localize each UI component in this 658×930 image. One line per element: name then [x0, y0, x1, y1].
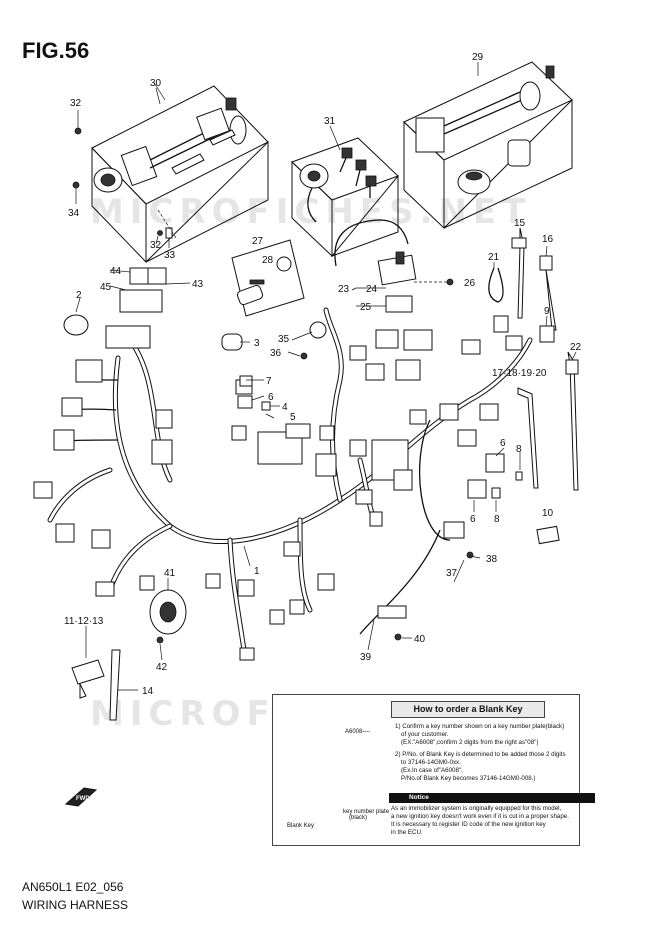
callout-5: 5 — [290, 412, 296, 423]
callout-3: 3 — [254, 338, 260, 349]
footer-code: AN650L1 E02_056 — [22, 880, 124, 894]
harness-connectors — [33, 267, 560, 661]
callout-23: 23 — [338, 284, 350, 295]
callout-15: 15 — [514, 218, 526, 229]
callout-26: 26 — [464, 278, 476, 289]
blank-key-notice: As an immobilizer system is originally e… — [391, 805, 569, 836]
callout-22: 22 — [570, 342, 582, 353]
callout-8-right: 8 — [516, 444, 522, 455]
callout-27: 27 — [252, 236, 264, 247]
callout-38: 38 — [486, 554, 498, 565]
part-group-right — [488, 227, 579, 491]
horn-part — [149, 589, 187, 644]
part-group-27 — [231, 239, 305, 317]
callout-7: 7 — [266, 376, 272, 387]
callout-21: 21 — [488, 252, 500, 263]
callout-6-left: 6 — [268, 392, 274, 403]
label-key-plate: key number plate (black) — [343, 809, 390, 821]
callout-11-13: 11·12·13 — [64, 616, 104, 627]
callout-35: 35 — [278, 334, 290, 345]
notice-label: Notice — [409, 794, 429, 801]
part-group-23 — [334, 219, 454, 313]
blank-key-step1: 1) Confirm a key number shown on a key n… — [395, 723, 565, 746]
callout-36: 36 — [270, 348, 282, 359]
callout-16: 16 — [542, 234, 554, 245]
clamp-parts — [71, 649, 121, 721]
small-parts-top-left — [72, 110, 177, 248]
blank-key-info-box: How to order a Blank Key A6008---- 1) Co… — [272, 694, 595, 846]
callout-33: 33 — [164, 250, 176, 261]
callout-6-right: 6 — [500, 438, 506, 449]
callout-1: 1 — [254, 566, 260, 577]
fwd-label: FWD — [76, 796, 90, 802]
callout-28: 28 — [262, 255, 274, 266]
callout-9: 9 — [544, 306, 550, 317]
callout-10: 10 — [542, 508, 554, 519]
callout-44: 44 — [110, 266, 122, 277]
callout-4: 4 — [282, 402, 288, 413]
callout-6-lower: 6 — [470, 514, 476, 525]
label-blank-key: Blank Key — [287, 823, 315, 829]
callout-32-top: 32 — [70, 98, 82, 109]
part-group-29 — [403, 61, 573, 230]
callout-30: 30 — [150, 78, 162, 89]
figure-title: FIG.56 — [22, 38, 90, 63]
footer-name: WIRING HARNESS — [22, 898, 129, 912]
callout-43: 43 — [192, 279, 204, 290]
callout-37: 37 — [446, 568, 458, 579]
callout-8-lower: 8 — [494, 514, 500, 525]
callout-24: 24 — [366, 284, 378, 295]
callout-41: 41 — [164, 568, 176, 579]
callout-34: 34 — [68, 208, 80, 219]
callout-17-20: 17·18·19·20 — [492, 368, 547, 379]
notice-bar: Notice — [389, 793, 595, 803]
main-harness — [47, 307, 533, 653]
fwd-arrow-icon: FWD — [64, 787, 98, 807]
callout-14: 14 — [142, 686, 154, 697]
callout-39: 39 — [360, 652, 372, 663]
blank-key-step2: 2) P/No. of Blank Key is determined to b… — [395, 751, 566, 782]
callout-40: 40 — [414, 634, 426, 645]
leader-lines — [75, 62, 577, 691]
blank-key-box-title: How to order a Blank Key — [391, 701, 545, 718]
callout-31: 31 — [324, 116, 336, 127]
callout-25: 25 — [360, 302, 372, 313]
callout-45: 45 — [100, 282, 112, 293]
callout-32-mid: 32 — [150, 240, 162, 251]
callout-2: 2 — [76, 290, 82, 301]
part-group-31 — [291, 137, 399, 258]
key-plate-text: A6008---- — [345, 729, 371, 735]
callout-numbers: 29 30 31 32 32 33 34 15 16 21 27 28 23 2… — [64, 52, 582, 697]
part-group-30 — [91, 83, 269, 264]
callout-29: 29 — [472, 52, 484, 63]
callout-42: 42 — [156, 662, 168, 673]
